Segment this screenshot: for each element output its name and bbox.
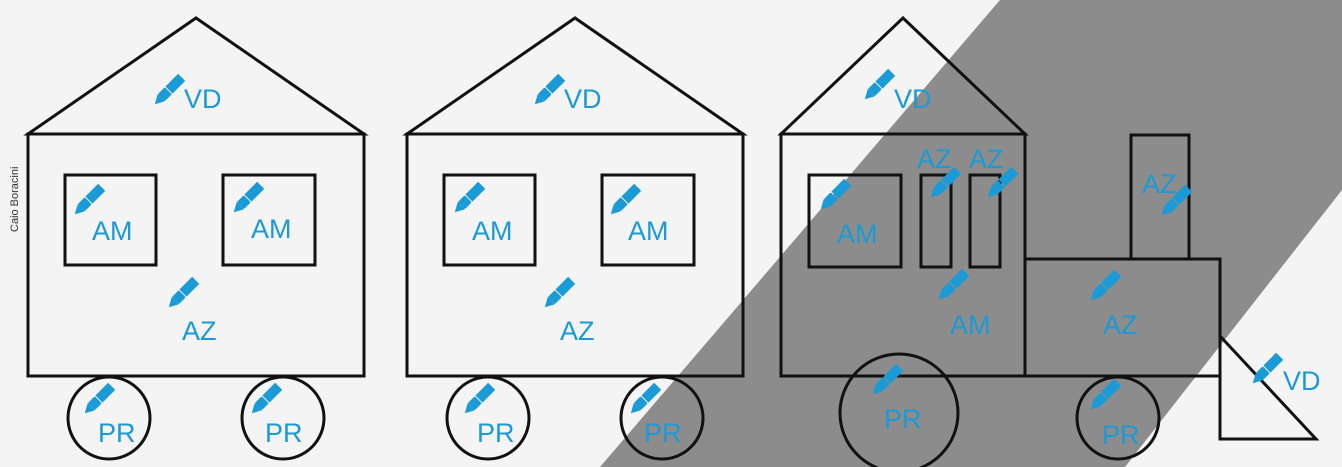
locomotive-cabin	[779, 132, 1027, 378]
wagon-2-body	[405, 132, 745, 378]
label-am: AM	[92, 216, 133, 246]
label-az: AZ	[1103, 310, 1138, 340]
wagon-2: VD AM AM AZ PR PR	[402, 16, 748, 461]
wagon-1-window-left	[63, 173, 158, 267]
pencil-icon	[81, 382, 116, 417]
label-az: AZ	[1142, 169, 1177, 199]
wagon-2-wheel-right	[619, 375, 705, 461]
wagon-1-wheel-right	[240, 375, 326, 461]
pencil-icon	[861, 68, 896, 103]
pencil-icon	[151, 73, 186, 108]
pencil-icon	[531, 73, 566, 108]
label-pr: PR	[265, 418, 303, 448]
wagon-1-wheel-left	[66, 375, 152, 461]
locomotive-cowcatcher	[1218, 332, 1320, 441]
label-az: AZ	[969, 144, 1004, 174]
label-vd: VD	[184, 84, 222, 114]
pencil-icon	[607, 183, 642, 218]
locomotive-chimney	[1129, 133, 1191, 261]
label-pr: PR	[644, 418, 682, 448]
wagon-1-body	[26, 132, 366, 378]
photo-credit: Caio Boracini	[9, 167, 21, 232]
label-am: AM	[251, 214, 292, 244]
pencil-icon	[1249, 352, 1284, 387]
locomotive: VD AZ AZ AM AZ AM AZ PR PR VD	[777, 15, 1321, 467]
pencil-icon	[71, 183, 106, 218]
label-az: AZ	[560, 316, 595, 346]
pencil-icon	[230, 181, 265, 216]
label-am: AM	[837, 219, 878, 249]
wagon-2-wheel-left	[445, 375, 531, 461]
label-pr: PR	[1102, 420, 1140, 450]
label-vd: VD	[564, 84, 602, 114]
label-vd: VD	[894, 84, 932, 114]
locomotive-wheel-small	[1075, 375, 1161, 461]
wagon-2-roof	[402, 16, 748, 136]
label-pr: PR	[884, 404, 922, 434]
label-am: AM	[950, 310, 991, 340]
wagon-2-window-left	[442, 173, 537, 267]
wagon-1-window-right	[221, 173, 317, 267]
label-am: AM	[472, 216, 513, 246]
pencil-icon	[541, 276, 576, 311]
locomotive-window	[807, 173, 903, 269]
wagon-1-roof	[23, 16, 369, 136]
pencil-icon	[451, 181, 486, 216]
locomotive-slot-left	[919, 173, 953, 269]
pencil-icon	[461, 382, 496, 417]
pencil-icon	[165, 276, 200, 311]
wagon-2-window-right	[600, 173, 696, 267]
locomotive-slot-right	[968, 173, 1002, 269]
locomotive-wheel-big	[838, 352, 960, 467]
label-pr: PR	[477, 418, 515, 448]
label-pr: PR	[98, 418, 136, 448]
label-az: AZ	[917, 144, 952, 174]
label-am: AM	[628, 216, 669, 246]
label-az: AZ	[182, 316, 217, 346]
label-vd: VD	[1283, 366, 1321, 396]
wagon-1: VD AM AM AZ PR PR	[23, 16, 369, 461]
